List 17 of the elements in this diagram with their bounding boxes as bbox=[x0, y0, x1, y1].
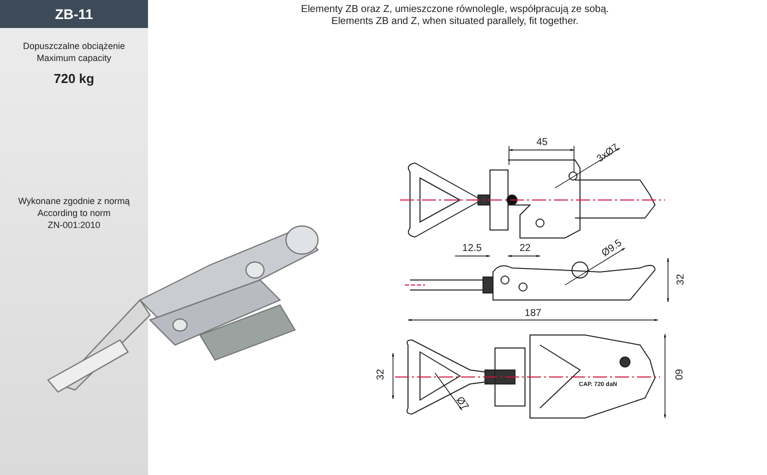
dimension-text: 22 bbox=[519, 243, 531, 254]
dimension-text: Ø7 bbox=[454, 394, 470, 412]
capacity-value: 720 kg bbox=[54, 72, 94, 86]
dimension-text: 60 bbox=[672, 368, 684, 380]
caption-text: According to norm bbox=[37, 209, 111, 219]
caption-text: Maximum capacity bbox=[36, 54, 112, 64]
dimension-text: 32 bbox=[676, 274, 686, 286]
caption-text: ZN-001:2010 bbox=[48, 221, 100, 231]
caption-text: Wykonane zgodnie z normą bbox=[18, 197, 130, 207]
heading-text: Elementy ZB oraz Z, umieszczone równolegle, współpracują ze sobą. bbox=[301, 4, 609, 15]
heading-text: Elements ZB and Z, when situated parallely, fit together. bbox=[331, 16, 579, 27]
dimension-text: 12.5 bbox=[462, 243, 482, 254]
product-code: ZB-11 bbox=[0, 0, 148, 28]
dimension-text: 187 bbox=[524, 308, 542, 319]
dimension-text: 32 bbox=[376, 368, 386, 380]
caption-text: Dopuszczalne obciążenie bbox=[22, 42, 126, 52]
dimension-text: 45 bbox=[536, 137, 548, 148]
